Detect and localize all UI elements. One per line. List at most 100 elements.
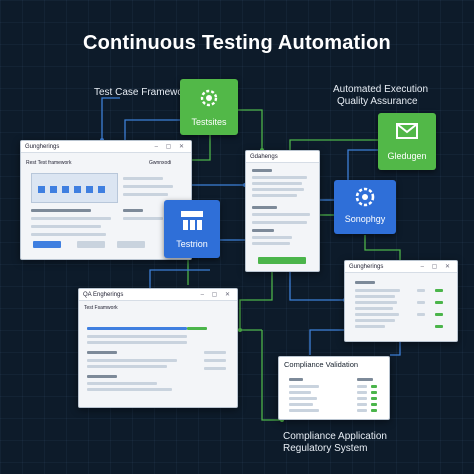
form-row	[252, 182, 302, 185]
window-titlebar: Gdahengs	[246, 151, 319, 163]
gear-icon	[355, 187, 375, 207]
list-row	[31, 225, 101, 228]
window-titlebar: Gungherings – ▢ ✕	[345, 261, 457, 273]
list-row	[123, 217, 163, 220]
list-row	[31, 209, 91, 212]
list-row	[87, 359, 177, 362]
window-title: Compliance Validation	[284, 360, 359, 369]
submit-button[interactable]	[258, 257, 306, 264]
square-icon	[86, 186, 93, 193]
testrion-label: Testrion	[176, 239, 208, 249]
progress-bar	[87, 327, 187, 330]
sonophgy-tile[interactable]: Sonophgy	[334, 180, 396, 234]
form-row	[252, 229, 274, 232]
caption-test-case-framework: Test Case Framework	[94, 87, 192, 98]
list-row	[204, 367, 226, 370]
caption-automated-execution: Automated Execution	[333, 84, 429, 95]
status-cell	[371, 397, 377, 400]
table-row	[355, 301, 397, 304]
table-row	[289, 378, 303, 381]
gear-icon	[200, 89, 218, 107]
testsites-label: Testsites	[191, 117, 227, 127]
list-row	[204, 359, 226, 362]
secondary-button[interactable]	[117, 241, 145, 248]
table-row	[355, 319, 395, 322]
table-row	[355, 307, 393, 310]
square-icon	[50, 186, 57, 193]
table-cell	[357, 378, 373, 381]
table-row	[289, 409, 319, 412]
window-titlebar: Gungherings – ▢ ✕	[21, 141, 191, 153]
settings-window: Gdahengs	[245, 150, 320, 272]
window-controls[interactable]: – ▢ ✕	[200, 292, 233, 298]
table-row	[355, 313, 399, 316]
status-cell	[371, 409, 377, 412]
table-row	[355, 281, 375, 284]
compliance-window: Compliance Validation	[278, 356, 390, 420]
status-cell	[371, 385, 377, 388]
flowchart-icon	[181, 211, 203, 230]
status-cell	[435, 289, 443, 292]
table-cell	[357, 397, 367, 400]
form-row	[123, 193, 168, 196]
form-row	[123, 185, 173, 188]
window-subtitle: Rest Test framework	[26, 160, 72, 166]
sonophgy-label: Sonophgy	[344, 214, 386, 224]
form-row	[252, 206, 277, 209]
list-row	[87, 388, 172, 391]
list-row	[87, 382, 157, 385]
gledugen-tile[interactable]: Gledugen	[378, 113, 436, 170]
square-icon	[38, 186, 45, 193]
qa-window: QA Engherings – ▢ ✕ Test Fsamwork	[78, 288, 238, 408]
window-subtitle: Test Fsamwork	[84, 305, 118, 311]
form-row	[252, 236, 292, 239]
list-row	[87, 335, 187, 338]
window-title: Gungherings	[349, 263, 384, 270]
form-row	[252, 242, 290, 245]
window-tab[interactable]: Gwnnxodi	[149, 160, 172, 166]
caption-regulatory-system: Regulatory System	[283, 443, 368, 454]
table-row	[355, 289, 400, 292]
table-row	[289, 385, 319, 388]
window-title: QA Engherings	[83, 291, 124, 298]
table-cell	[417, 313, 425, 316]
list-row	[87, 375, 117, 378]
list-row	[31, 217, 111, 220]
square-icon	[74, 186, 81, 193]
table-cell	[417, 301, 425, 304]
form-row	[123, 177, 163, 180]
table-row	[289, 397, 317, 400]
page-title: Continuous Testing Automation	[83, 32, 391, 54]
window-controls[interactable]: – ▢ ✕	[420, 264, 453, 270]
secondary-button[interactable]	[77, 241, 105, 248]
form-row	[252, 213, 310, 216]
list-row	[204, 351, 226, 354]
gledugen-label: Gledugen	[387, 151, 427, 161]
table-cell	[357, 385, 367, 388]
form-row	[252, 176, 307, 179]
caption-compliance-application: Compliance Application	[283, 431, 387, 442]
status-cell	[371, 403, 377, 406]
form-row	[252, 221, 307, 224]
testsites-tile[interactable]: Testsites	[180, 79, 238, 135]
form-row	[252, 194, 297, 197]
test-framework-window: Gungherings – ▢ ✕ Rest Test framework Gw…	[20, 140, 192, 260]
table-cell	[417, 289, 425, 292]
window-title: Gungherings	[25, 143, 60, 150]
table-cell	[357, 391, 367, 394]
primary-button[interactable]	[33, 241, 61, 248]
results-window: Gungherings – ▢ ✕	[344, 260, 458, 342]
status-cell	[371, 391, 377, 394]
table-cell	[357, 403, 367, 406]
table-cell	[357, 409, 367, 412]
list-row	[123, 209, 143, 212]
window-title: Gdahengs	[250, 153, 278, 160]
testrion-tile[interactable]: Testrion	[164, 200, 220, 258]
list-row	[87, 351, 117, 354]
list-row	[87, 365, 167, 368]
window-controls[interactable]: – ▢ ✕	[154, 144, 187, 150]
form-row	[252, 188, 304, 191]
progress-bar	[187, 327, 207, 330]
form-row	[252, 169, 272, 172]
status-cell	[435, 313, 443, 316]
